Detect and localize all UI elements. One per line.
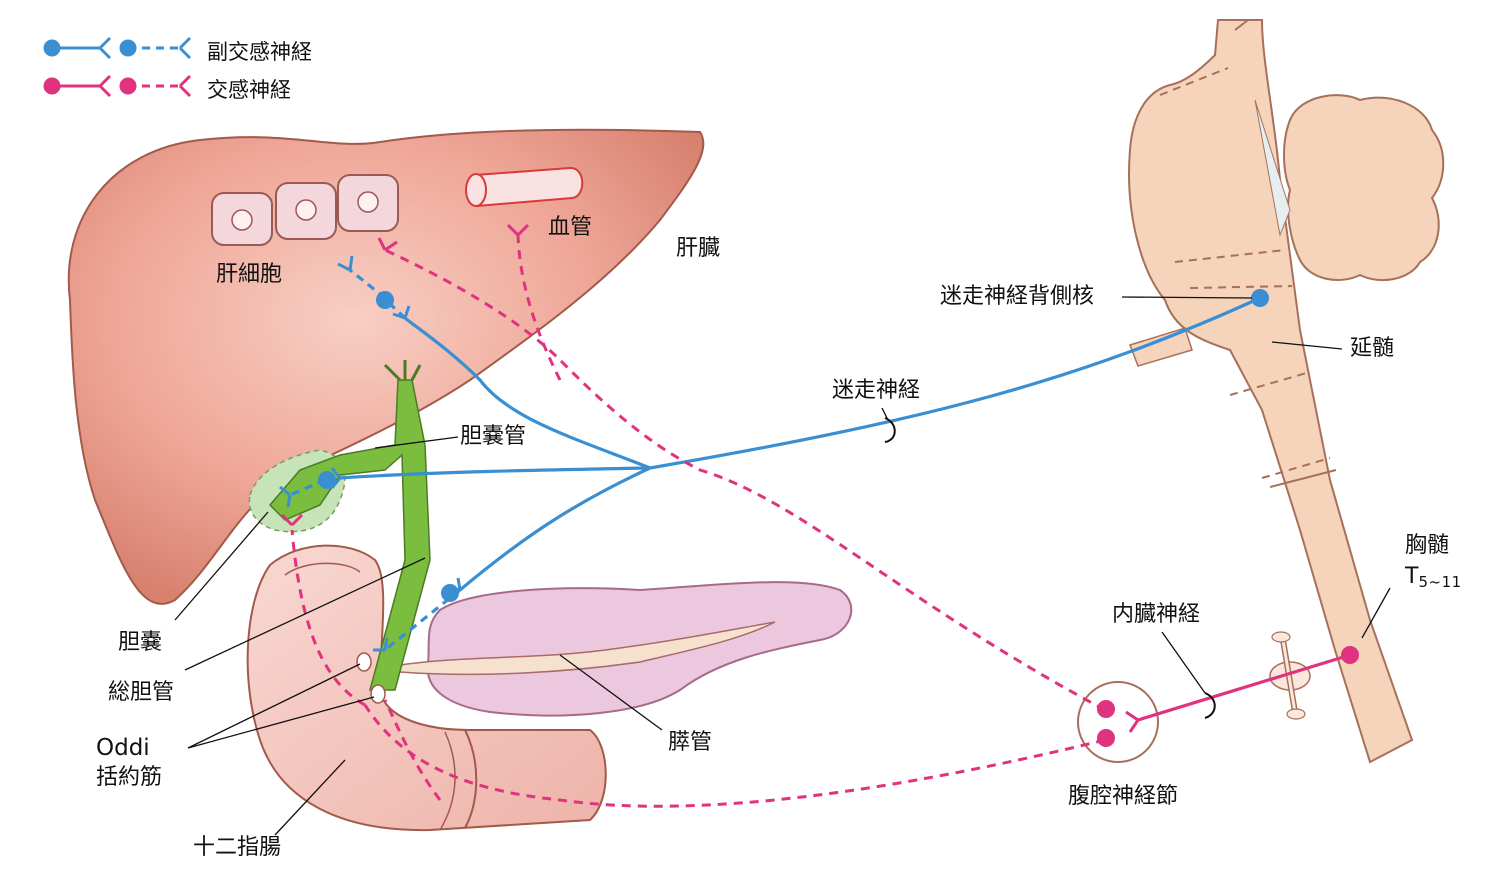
label-liver: 肝臓 [676,236,721,261]
label-cystic-duct: 胆嚢管 [460,424,527,449]
legend-parasympathetic-symbol [43,36,192,60]
label-pancreatic-duct: 膵管 [668,730,713,755]
label-splanchnic-nerve: 内臓神経 [1112,602,1201,627]
label-oddi-line1: Oddi [96,735,150,761]
celiac-ganglion [1077,681,1159,763]
blood-vessel [465,166,584,208]
label-common-bile-duct: 総胆管 [108,680,175,705]
sympathetic-postganglionic [290,234,1106,808]
parasympathetic-nerves [289,268,1261,652]
legend-parasympathetic-label: 副交感神経 [207,40,312,64]
label-thoracic-segment-letter: T [1405,564,1419,589]
label-gallbladder: 胆嚢 [118,630,163,655]
legend-sympathetic-label: 交感神経 [207,78,291,102]
cord-segment-lines [1159,67,1331,479]
label-hepatocyte: 肝細胞 [216,262,283,287]
label-duodenum: 十二指腸 [193,835,282,860]
label-celiac-ganglion: 腹腔神経節 [1068,784,1179,809]
leader-lines [174,296,1391,836]
label-oddi-line2: 括約筋 [96,765,163,790]
duodenum [246,544,607,832]
label-blood-vessel: 血管 [548,215,593,240]
sympathetic-trunk-ganglion [1269,631,1311,720]
label-dorsal-vagal-nucleus: 迷走神経背側核 [940,284,1095,309]
label-thoracic-cord: 胸髄 [1405,533,1450,558]
vagus-root [1129,327,1193,367]
bile-duct [268,379,431,691]
sympathetic-synapses [1097,646,1359,747]
label-vagus-nerve: 迷走神経 [832,378,921,403]
label-thoracic-segment: T5~11 [1405,564,1462,591]
cerebellum [1283,94,1445,282]
label-thoracic-segment-range: 5~11 [1418,573,1462,591]
brainstem-spinal-cord [1128,19,1414,764]
sympathetic-terminals [280,223,1140,733]
pancreatic-duct-shape [399,621,776,676]
label-medulla: 延髄 [1350,336,1395,361]
sympathetic-nerves [1137,653,1351,722]
parasympathetic-terminals [279,255,462,652]
hepatocytes [211,174,399,246]
legend-sympathetic-symbol [43,74,192,98]
